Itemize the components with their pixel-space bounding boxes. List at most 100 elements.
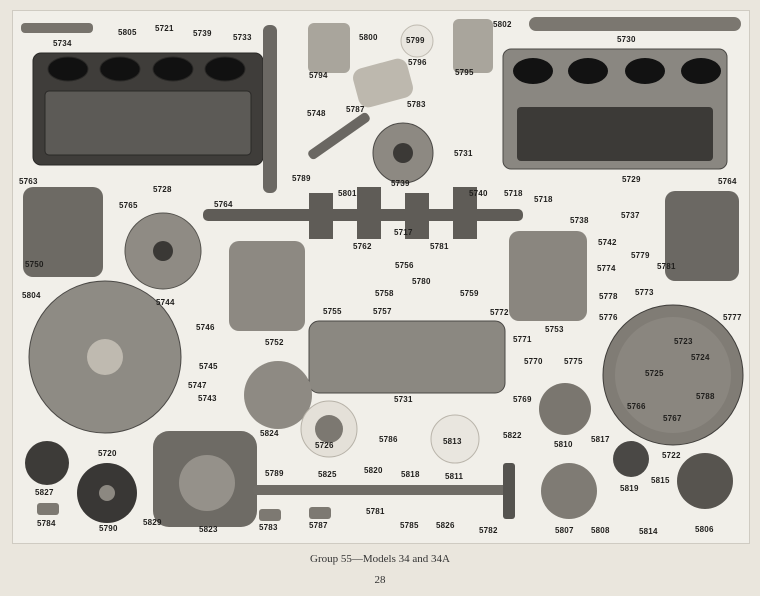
piston-rings-a — [308, 23, 350, 73]
part-label: 5788 — [696, 392, 715, 401]
gear-5807 — [541, 463, 597, 519]
part-label: 5795 — [455, 68, 474, 77]
part-label: 5745 — [199, 362, 218, 371]
part-label: 5776 — [599, 313, 618, 322]
part-label: 5778 — [599, 292, 618, 301]
part-label: 5822 — [503, 431, 522, 440]
part-label: 5770 — [524, 357, 543, 366]
part-label: 5738 — [570, 216, 589, 225]
part-label: 5808 — [591, 526, 610, 535]
part-label: 5789 — [265, 469, 284, 478]
part-label: 5739 — [193, 29, 212, 38]
part-label: 5819 — [620, 484, 639, 493]
camshaft-5781 — [253, 485, 511, 495]
part-label: 5769 — [513, 395, 532, 404]
part-label: 5752 — [265, 338, 284, 347]
part-label: 5823 — [199, 525, 218, 534]
part-label: 5810 — [554, 440, 573, 449]
part-label: 5758 — [375, 289, 394, 298]
part-label: 5772 — [490, 308, 509, 317]
part-label: 5784 — [37, 519, 56, 528]
part-label: 5826 — [436, 521, 455, 530]
part-label: 5722 — [662, 451, 681, 460]
magneto-left — [23, 187, 103, 277]
piston — [353, 58, 413, 108]
part-label: 5731 — [394, 395, 413, 404]
part-label: 5815 — [651, 476, 670, 485]
part-label: 5750 — [25, 260, 44, 269]
part-label: 5773 — [635, 288, 654, 297]
part-label: 5734 — [53, 39, 72, 48]
part-label: 5737 — [621, 211, 640, 220]
part-label: 5780 — [412, 277, 431, 286]
shaft-vertical — [263, 25, 277, 193]
part-label: 5721 — [155, 24, 174, 33]
part-label: 5728 — [153, 185, 172, 194]
part-label: 5782 — [479, 526, 498, 535]
part-label: 5789 — [292, 174, 311, 183]
part-label: 5771 — [513, 335, 532, 344]
part-label: 5783 — [407, 100, 426, 109]
part-label: 5723 — [674, 337, 693, 346]
parts-illustration — [21, 17, 744, 527]
part-label: 5824 — [260, 429, 279, 438]
wrench-top-left — [21, 23, 93, 33]
part-label: 5756 — [395, 261, 414, 270]
part-label: 5787 — [309, 521, 328, 530]
part-label: 5764 — [718, 177, 737, 186]
part-label: 5805 — [118, 28, 137, 37]
part-label: 5802 — [493, 20, 512, 29]
part-label: 5820 — [364, 466, 383, 475]
part-label: 5794 — [309, 71, 328, 80]
part-label: 5818 — [401, 470, 420, 479]
figure-caption: Group 55—Models 34 and 34A — [310, 553, 450, 565]
part-label: 5759 — [460, 289, 479, 298]
page-number: 28 — [374, 574, 386, 586]
part-label: 5740 — [469, 189, 488, 198]
pipe-top-right — [529, 17, 741, 31]
gear-5782-teeth — [503, 463, 515, 519]
magneto-5806 — [677, 453, 733, 509]
part-label: 5742 — [598, 238, 617, 247]
part-label: 5781 — [366, 507, 385, 516]
part-label: 5783 — [259, 523, 278, 532]
gasket-5813 — [430, 414, 480, 464]
part-label: 5730 — [617, 35, 636, 44]
pulley-5827 — [25, 441, 69, 485]
part-label: 5774 — [597, 264, 616, 273]
piston-rings-b — [453, 19, 493, 73]
part-label: 5781 — [430, 242, 449, 251]
part-label: 5817 — [591, 435, 610, 444]
part-label: 5743 — [198, 394, 217, 403]
part-label: 5717 — [394, 228, 413, 237]
part-label: 5767 — [663, 414, 682, 423]
part-label: 5786 — [379, 435, 398, 444]
part-label: 5825 — [318, 470, 337, 479]
part-label: 5733 — [233, 33, 252, 42]
part-label: 5744 — [156, 298, 175, 307]
part-label: 5748 — [307, 109, 326, 118]
part-label: 5764 — [214, 200, 233, 209]
part-label: 5801 — [338, 189, 357, 198]
part-label: 5725 — [645, 369, 664, 378]
part-label: 5763 — [19, 177, 38, 186]
part-label: 5746 — [196, 323, 215, 332]
part-label: 5765 — [119, 201, 138, 210]
part-label: 5739 — [391, 179, 410, 188]
part-label: 5787 — [346, 105, 365, 114]
part-label: 5799 — [406, 36, 425, 45]
part-label: 5779 — [631, 251, 650, 260]
housing-5753 — [509, 231, 587, 321]
part-label: 5807 — [555, 526, 574, 535]
part-label: 5781 — [657, 262, 676, 271]
magneto-right — [665, 191, 739, 281]
part-label: 5785 — [400, 521, 419, 530]
gear-5819 — [613, 441, 649, 477]
part-label: 5804 — [22, 291, 41, 300]
part-label: 5790 — [99, 524, 118, 533]
part-label: 5753 — [545, 325, 564, 334]
part-label: 5757 — [373, 307, 392, 316]
carburetor-5752 — [229, 241, 305, 331]
part-label: 5729 — [622, 175, 641, 184]
